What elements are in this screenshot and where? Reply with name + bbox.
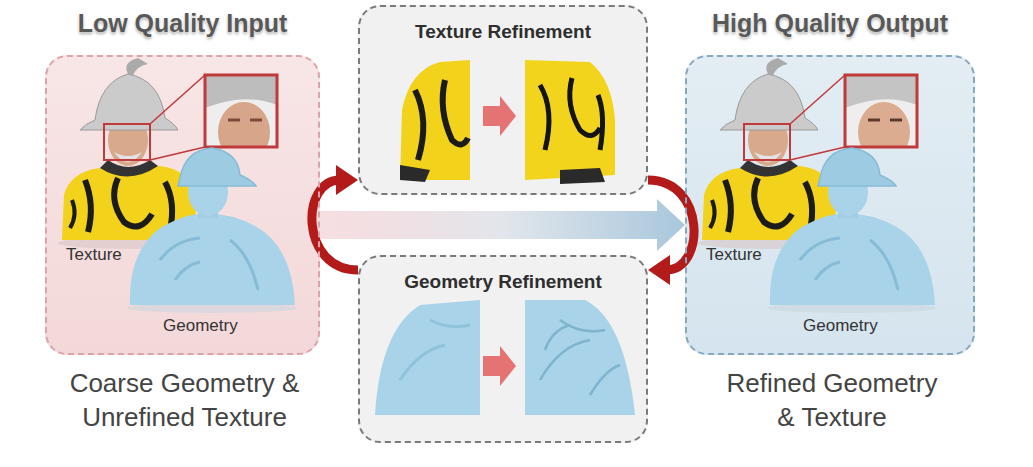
box-title: Geometry Refinement: [360, 257, 646, 293]
connector: [320, 199, 685, 251]
arrow-head: [336, 165, 358, 195]
connector: [648, 180, 694, 285]
process-box: Texture Refinement: [358, 5, 648, 195]
panel-box: High Quality OutputRefined Geometry & Te…: [685, 55, 975, 355]
part-label: Geometry: [803, 316, 878, 336]
part-label: Geometry: [163, 316, 238, 336]
panel-box: Low Quality InputCoarse Geometry & Unref…: [45, 55, 320, 355]
arrow-head: [648, 255, 670, 285]
panel-caption: Coarse Geometry & Unrefined Texture: [45, 367, 325, 435]
panel-caption: Refined Geometry & Texture: [720, 367, 945, 435]
part-label: Texture: [66, 245, 122, 265]
cycle-arrow: [648, 180, 694, 270]
box-title: Texture Refinement: [360, 7, 646, 43]
part-label: Texture: [706, 245, 762, 265]
process-box: Geometry Refinement: [358, 255, 648, 443]
panel-heading: Low Quality Input: [78, 9, 288, 38]
panel-heading: High Quality Output: [712, 9, 948, 38]
flow-band: [320, 199, 685, 251]
